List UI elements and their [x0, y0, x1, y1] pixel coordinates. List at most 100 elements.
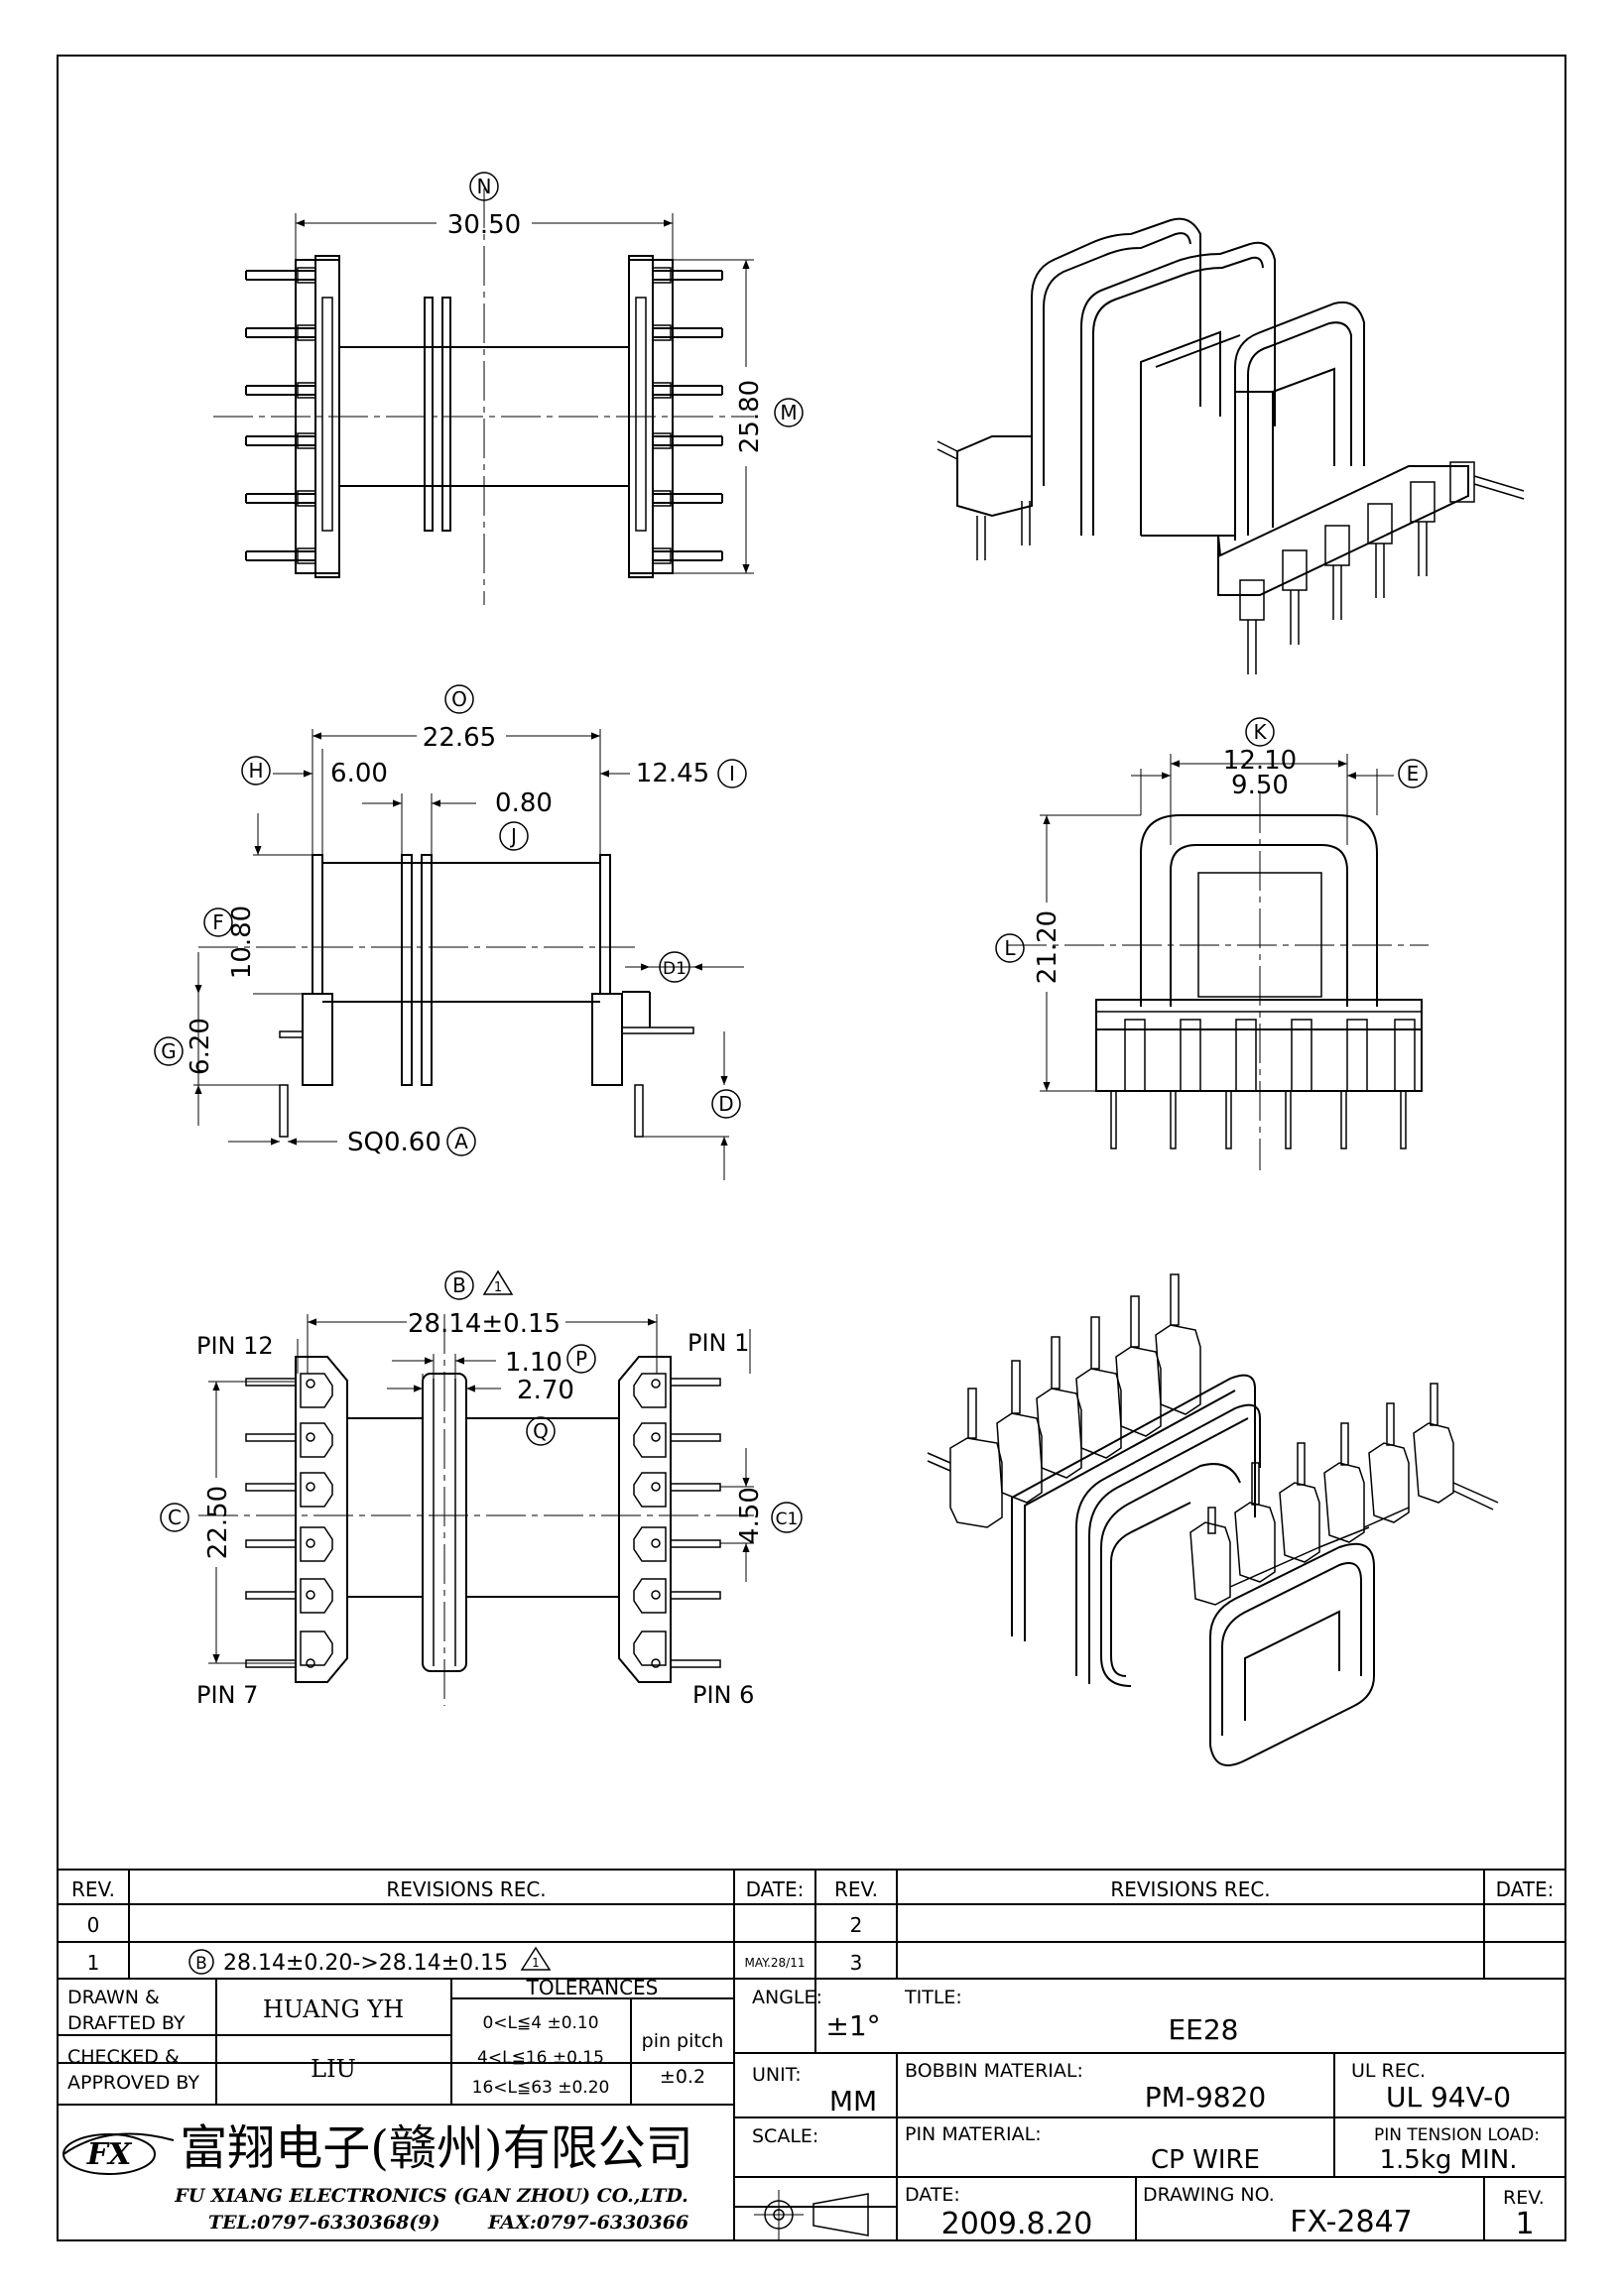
- date-value: 2009.8.20: [941, 2207, 1093, 2241]
- dim-c-value: 22.50: [203, 1486, 233, 1559]
- pin-pitch-value: ±0.2: [660, 2066, 705, 2088]
- title-block: [58, 1869, 1565, 2240]
- dim-j-value: 0.80: [495, 788, 553, 818]
- bobbin-material-label: BOBBIN MATERIAL:: [905, 2060, 1083, 2082]
- unit-label: UNIT:: [752, 2064, 802, 2086]
- rev-row1-rev: 1: [87, 1951, 100, 1975]
- drawn-label-1: DRAWN &: [67, 1987, 160, 2008]
- dim-d-letter: D: [718, 1092, 733, 1116]
- pin7-label: PIN 7: [196, 1681, 258, 1709]
- rev-value: 1: [1515, 2207, 1534, 2241]
- revisions-header: REVISIONS REC.: [386, 1877, 546, 1901]
- checked-value: LIU: [311, 2055, 356, 2083]
- dim-m-value: 25.80: [735, 380, 765, 453]
- pin-pitch-label: pin pitch: [642, 2030, 724, 2052]
- tolerance-3: 16<L≦63 ±0.20: [472, 2078, 610, 2098]
- drawing-no-value: FX-2847: [1290, 2205, 1413, 2239]
- company-tel: TEL:0797-6330368(9): [208, 2212, 440, 2234]
- pin-material-label: PIN MATERIAL:: [905, 2123, 1042, 2145]
- rev-row1-letter: B: [195, 1954, 207, 1974]
- pin1-label: PIN 1: [687, 1329, 749, 1357]
- drawn-value: HUANG YH: [263, 1995, 404, 2023]
- dim-a-value: SQ0.60: [347, 1128, 441, 1157]
- sheet-border: [57, 55, 1566, 2241]
- revisions-header-2: REVISIONS REC.: [1110, 1877, 1270, 1901]
- rev-row1-rec: 28.14±0.20->28.14±0.15: [223, 1951, 508, 1976]
- company-fax: FAX:0797-6330366: [487, 2212, 688, 2234]
- bottom-view: [198, 1314, 754, 1706]
- company-logo: FX: [62, 2132, 175, 2175]
- rev-row0-rev: 0: [87, 1913, 100, 1937]
- front-view: [1007, 754, 1429, 1170]
- rev-row0-rev2: 2: [850, 1913, 863, 1937]
- angle-value: ±1°: [825, 2009, 880, 2042]
- dim-b-value: 28.14±0.15: [408, 1309, 561, 1339]
- dim-m-letter: M: [780, 401, 797, 424]
- rev-header: REV.: [71, 1877, 115, 1901]
- dim-h-value: 6.00: [330, 759, 388, 788]
- dim-i-letter: I: [729, 762, 735, 785]
- dim-l-letter: L: [1004, 936, 1016, 960]
- side-view: [193, 729, 744, 1180]
- dim-g-value: 6.20: [186, 1018, 215, 1075]
- pin-tension-label: PIN TENSION LOAD:: [1374, 2125, 1540, 2145]
- dim-c1-letter: C1: [776, 1510, 799, 1529]
- dim-o-value: 22.65: [423, 723, 496, 753]
- dim-l-value: 21.20: [1033, 910, 1062, 984]
- rev-header-2: REV.: [834, 1877, 878, 1901]
- pin-tension-value: 1.5kg MIN.: [1380, 2145, 1518, 2175]
- drawing-no-label: DRAWING NO.: [1143, 2184, 1275, 2206]
- date-label: DATE:: [905, 2184, 960, 2206]
- rev-row1-date: MAY.28/11: [745, 1956, 806, 1970]
- dim-e-letter: E: [1407, 762, 1420, 785]
- dim-p2-value: 2.70: [517, 1376, 574, 1405]
- dim-k-letter: K: [1253, 720, 1267, 744]
- unit-value: MM: [829, 2085, 877, 2117]
- checked-label-1: CHECKED &: [67, 2046, 180, 2068]
- pin6-label: PIN 6: [692, 1681, 754, 1709]
- dim-a-letter: A: [454, 1130, 468, 1153]
- dim-c1-value: 4.50: [735, 1487, 765, 1544]
- isometric-view-bottom: [927, 1273, 1499, 1766]
- tolerance-2: 4<L≦16 ±0.15: [477, 2048, 604, 2068]
- ul-rec-label: UL REC.: [1351, 2060, 1426, 2082]
- drawn-label-2: DRAFTED BY: [67, 2012, 186, 2034]
- dim-d1-letter: D1: [663, 959, 687, 979]
- dim-p-value: 1.10: [505, 1348, 562, 1378]
- tolerances-header: TOLERANCES: [526, 1976, 659, 1999]
- dim-h-letter: H: [248, 759, 263, 783]
- dim-i-value: 12.45: [636, 759, 709, 788]
- bobbin-material-value: PM-9820: [1145, 2081, 1266, 2114]
- angle-label: ANGLE:: [752, 1987, 822, 2008]
- dim-q-letter: Q: [533, 1419, 549, 1443]
- top-view: [213, 188, 754, 605]
- tolerance-1: 0<L≦4 ±0.10: [482, 2013, 598, 2033]
- dim-k2-value: 9.50: [1231, 771, 1289, 800]
- title-value: EE28: [1168, 2013, 1238, 2046]
- pin12-label: PIN 12: [196, 1332, 274, 1360]
- dim-n-letter: N: [477, 175, 492, 198]
- dim-j-letter: J: [509, 824, 517, 848]
- rev-row1-mark: 1: [532, 1956, 540, 1970]
- dim-b-revmark: 1: [494, 1280, 502, 1295]
- dim-n-value: 30.50: [447, 210, 521, 240]
- date-header-2: DATE:: [1496, 1877, 1555, 1901]
- title-label: TITLE:: [904, 1987, 962, 2008]
- dim-k-value: 12.10: [1223, 746, 1297, 776]
- company-name-en: FU XIANG ELECTRONICS (GAN ZHOU) CO.,LTD.: [174, 2185, 688, 2207]
- dim-c-letter: C: [168, 1506, 182, 1529]
- dim-p-letter: P: [575, 1347, 587, 1371]
- rev-label: REV.: [1503, 2187, 1545, 2209]
- dim-o-letter: O: [451, 687, 467, 711]
- date-header: DATE:: [746, 1877, 805, 1901]
- isometric-view-top: [937, 217, 1525, 674]
- checked-label-2: APPROVED BY: [67, 2072, 199, 2094]
- dim-f-value: 10.80: [227, 906, 257, 979]
- pin-material-value: CP WIRE: [1151, 2145, 1260, 2175]
- rev-row1-rev2: 3: [850, 1951, 863, 1975]
- company-name-cn: 富翔电子(赣州)有限公司: [180, 2120, 692, 2176]
- scale-label: SCALE:: [752, 2125, 818, 2147]
- logo-text: FX: [86, 2137, 133, 2172]
- ul-rec-value: UL 94V-0: [1386, 2081, 1511, 2114]
